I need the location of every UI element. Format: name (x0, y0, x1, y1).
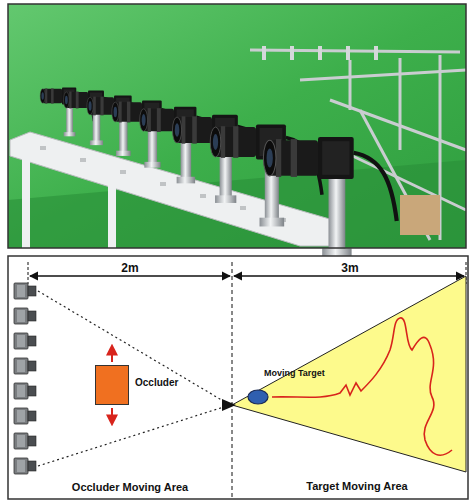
target-label: Moving Target (264, 368, 325, 378)
moving-target-dot: Moving Target (246, 368, 336, 408)
target-area-triangle: Target Moving AreaMoving Target (232, 276, 466, 494)
triangle-outline (232, 276, 466, 494)
occluder-label: Occluder (135, 377, 178, 388)
triangle-shape (232, 276, 466, 472)
dimension-label: 3m (250, 261, 450, 275)
occluder-rect (95, 365, 129, 405)
occluder-box: Occluder (95, 362, 190, 408)
area-label: Occluder Moving Area (30, 481, 230, 493)
target-ellipse (248, 390, 268, 404)
area-label: Target Moving Area (232, 480, 474, 492)
dimension-label: 2m (30, 261, 230, 275)
